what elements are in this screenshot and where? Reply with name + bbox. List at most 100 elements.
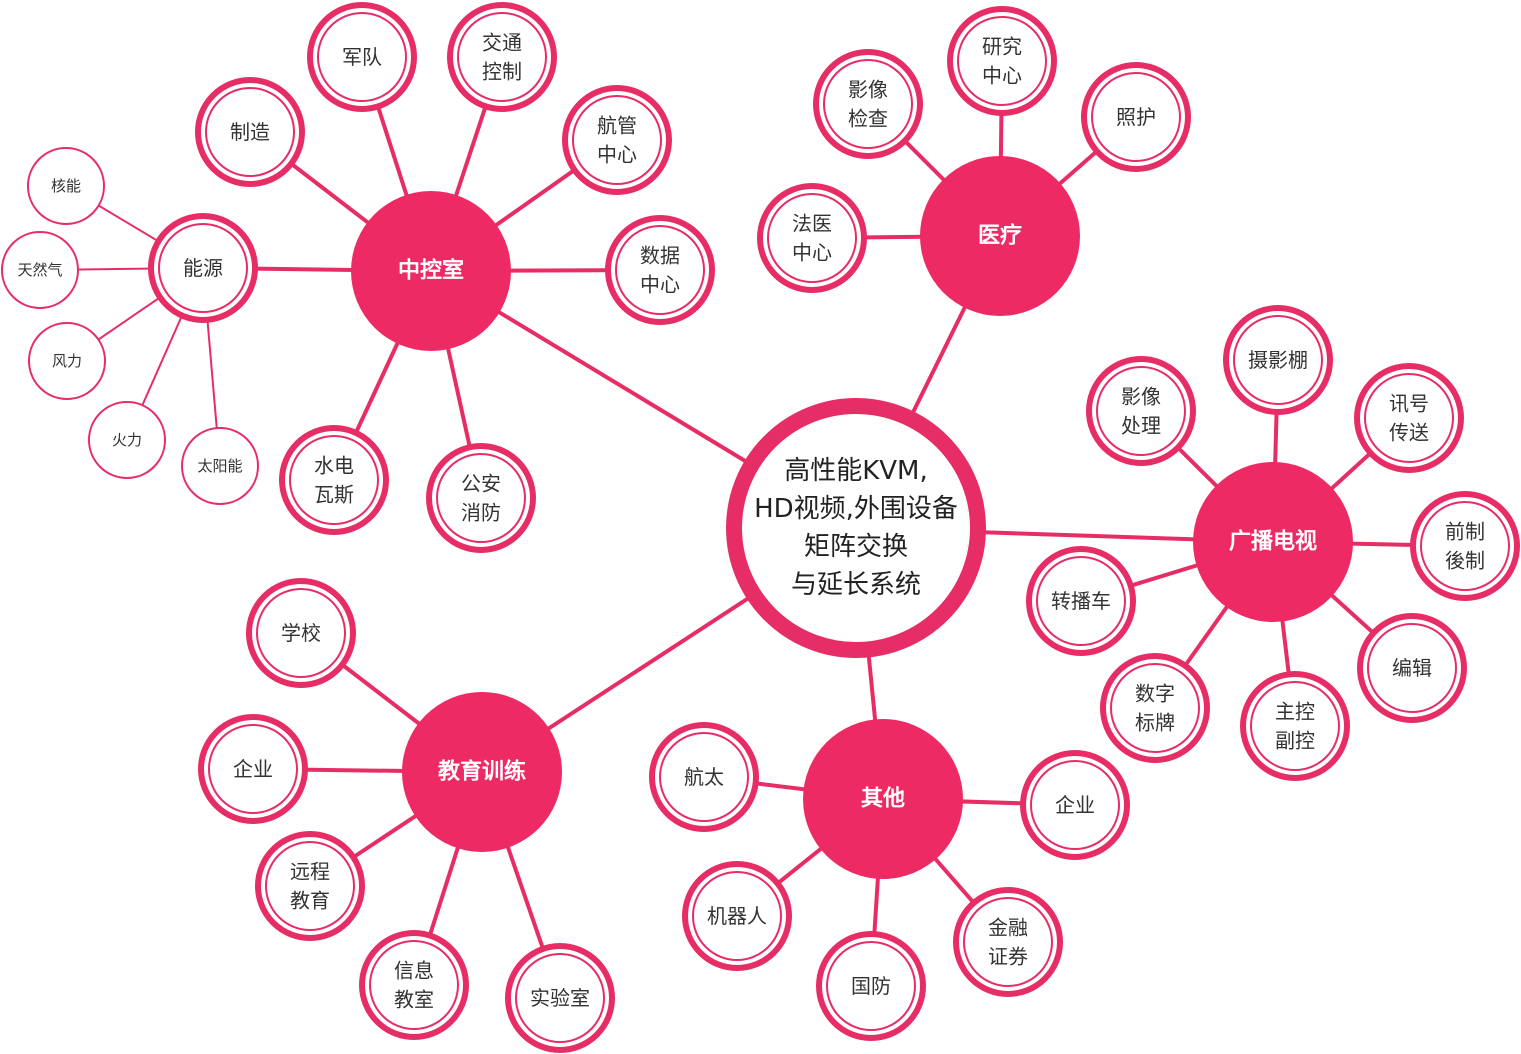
energy-sub-label: 火力 xyxy=(112,431,142,449)
leaf-label: 主控 xyxy=(1275,700,1315,724)
leaf-inner-ring xyxy=(963,897,1053,987)
leaf-label: 企业 xyxy=(233,757,273,781)
leaf-label: 机器人 xyxy=(707,904,767,928)
leaf-label: 转播车 xyxy=(1051,589,1111,613)
leaf-label: 编辑 xyxy=(1392,656,1432,680)
leaf-label: 研究 xyxy=(982,35,1022,59)
energy-sub-node: 天然气 xyxy=(1,231,79,309)
leaf-inner-ring xyxy=(1420,501,1510,591)
leaf-node: 军队 xyxy=(307,2,417,112)
leaf-label: 数字 xyxy=(1135,682,1175,706)
leaf-inner-ring xyxy=(289,435,379,525)
leaf-inner-ring xyxy=(1364,373,1454,463)
leaf-node: 照护 xyxy=(1081,62,1191,172)
leaf-inner-ring xyxy=(515,953,605,1043)
leaf-label: 航太 xyxy=(684,765,724,789)
leaf-inner-ring xyxy=(572,95,662,185)
energy-sub-node: 太阳能 xyxy=(181,427,259,505)
leaf-node: 国防 xyxy=(816,931,926,1041)
energy-sub-circle xyxy=(27,147,105,225)
leaf-label: 消防 xyxy=(461,501,501,525)
leaf-inner-ring xyxy=(256,588,346,678)
leaf-label: 法医 xyxy=(792,212,832,236)
leaf-label: 控制 xyxy=(482,60,522,84)
hub-circle xyxy=(351,191,511,351)
energy-sub-label: 太阳能 xyxy=(197,457,242,475)
energy-sub-circle xyxy=(28,322,106,400)
leaf-node: 企业 xyxy=(198,714,308,824)
leaf-label: 金融 xyxy=(988,916,1028,940)
hub-label: 医疗 xyxy=(978,223,1022,249)
leaf-label: 证券 xyxy=(988,945,1028,969)
leaf-label: 远程 xyxy=(290,860,330,884)
hub-control: 中控室 xyxy=(351,191,511,351)
hub-medical: 医疗 xyxy=(920,156,1080,316)
leaf-inner-ring xyxy=(1036,556,1126,646)
leaf-label: 影像 xyxy=(848,78,888,102)
leaf-inner-ring xyxy=(957,16,1047,106)
leaf-node: 实验室 xyxy=(505,943,615,1053)
hub-broadcast: 广播电视 xyxy=(1193,462,1353,622)
leaf-label: 标牌 xyxy=(1135,711,1175,735)
leaf-node: 转播车 xyxy=(1026,546,1136,656)
leaf-node: 企业 xyxy=(1020,750,1130,860)
leaf-inner-ring xyxy=(692,871,782,961)
leaf-label: 瓦斯 xyxy=(314,483,354,507)
leaf-node: 学校 xyxy=(246,578,356,688)
leaf-label: 中心 xyxy=(640,273,680,297)
leaf-label: 中心 xyxy=(792,241,832,265)
leaf-inner-ring xyxy=(1096,366,1186,456)
energy-sub-node: 火力 xyxy=(88,401,166,479)
leaf-label: 中心 xyxy=(597,143,637,167)
leaf-inner-ring xyxy=(1110,663,1200,753)
leaf-label: 国防 xyxy=(851,974,891,998)
leaf-label: 交通 xyxy=(482,31,522,55)
leaf-inner-ring xyxy=(457,12,547,102)
energy-sub-label: 核能 xyxy=(51,177,81,195)
leaf-inner-ring xyxy=(767,193,857,283)
hub-circle xyxy=(920,156,1080,316)
leaf-node: 机器人 xyxy=(682,861,792,971)
hub-circle xyxy=(402,692,562,852)
center-label: 高性能KVM, xyxy=(784,456,928,486)
leaf-label: 处理 xyxy=(1121,414,1161,438)
energy-sub-node: 风力 xyxy=(28,322,106,400)
leaf-label: 教育 xyxy=(290,889,330,913)
energy-sub-circle xyxy=(1,231,79,309)
leaf-inner-ring xyxy=(369,940,459,1030)
leaf-label: 中心 xyxy=(982,64,1022,88)
leaf-label: 检查 xyxy=(848,107,888,131)
leaf-label: 数据 xyxy=(640,244,680,268)
leaf-node: 编辑 xyxy=(1357,613,1467,723)
leaf-node: 制造 xyxy=(195,77,305,187)
hub-education: 教育训练 xyxy=(402,692,562,852)
leaf-inner-ring xyxy=(1233,315,1323,405)
leaf-label: 实验室 xyxy=(530,986,590,1010)
leaf-inner-ring xyxy=(823,59,913,149)
energy-sub-circle xyxy=(181,427,259,505)
energy-sub-node: 核能 xyxy=(27,147,105,225)
hub-circle xyxy=(803,719,963,879)
center-label: 矩阵交换 xyxy=(804,532,908,562)
leaf-label: 影像 xyxy=(1121,385,1161,409)
leaf-label: 讯号 xyxy=(1389,392,1429,416)
leaf-label: 学校 xyxy=(281,621,321,645)
leaf-label: 水电 xyxy=(314,454,354,478)
leaf-inner-ring xyxy=(659,732,749,822)
hub-other: 其他 xyxy=(803,719,963,879)
center-label: HD视频,外围设备 xyxy=(754,494,958,524)
